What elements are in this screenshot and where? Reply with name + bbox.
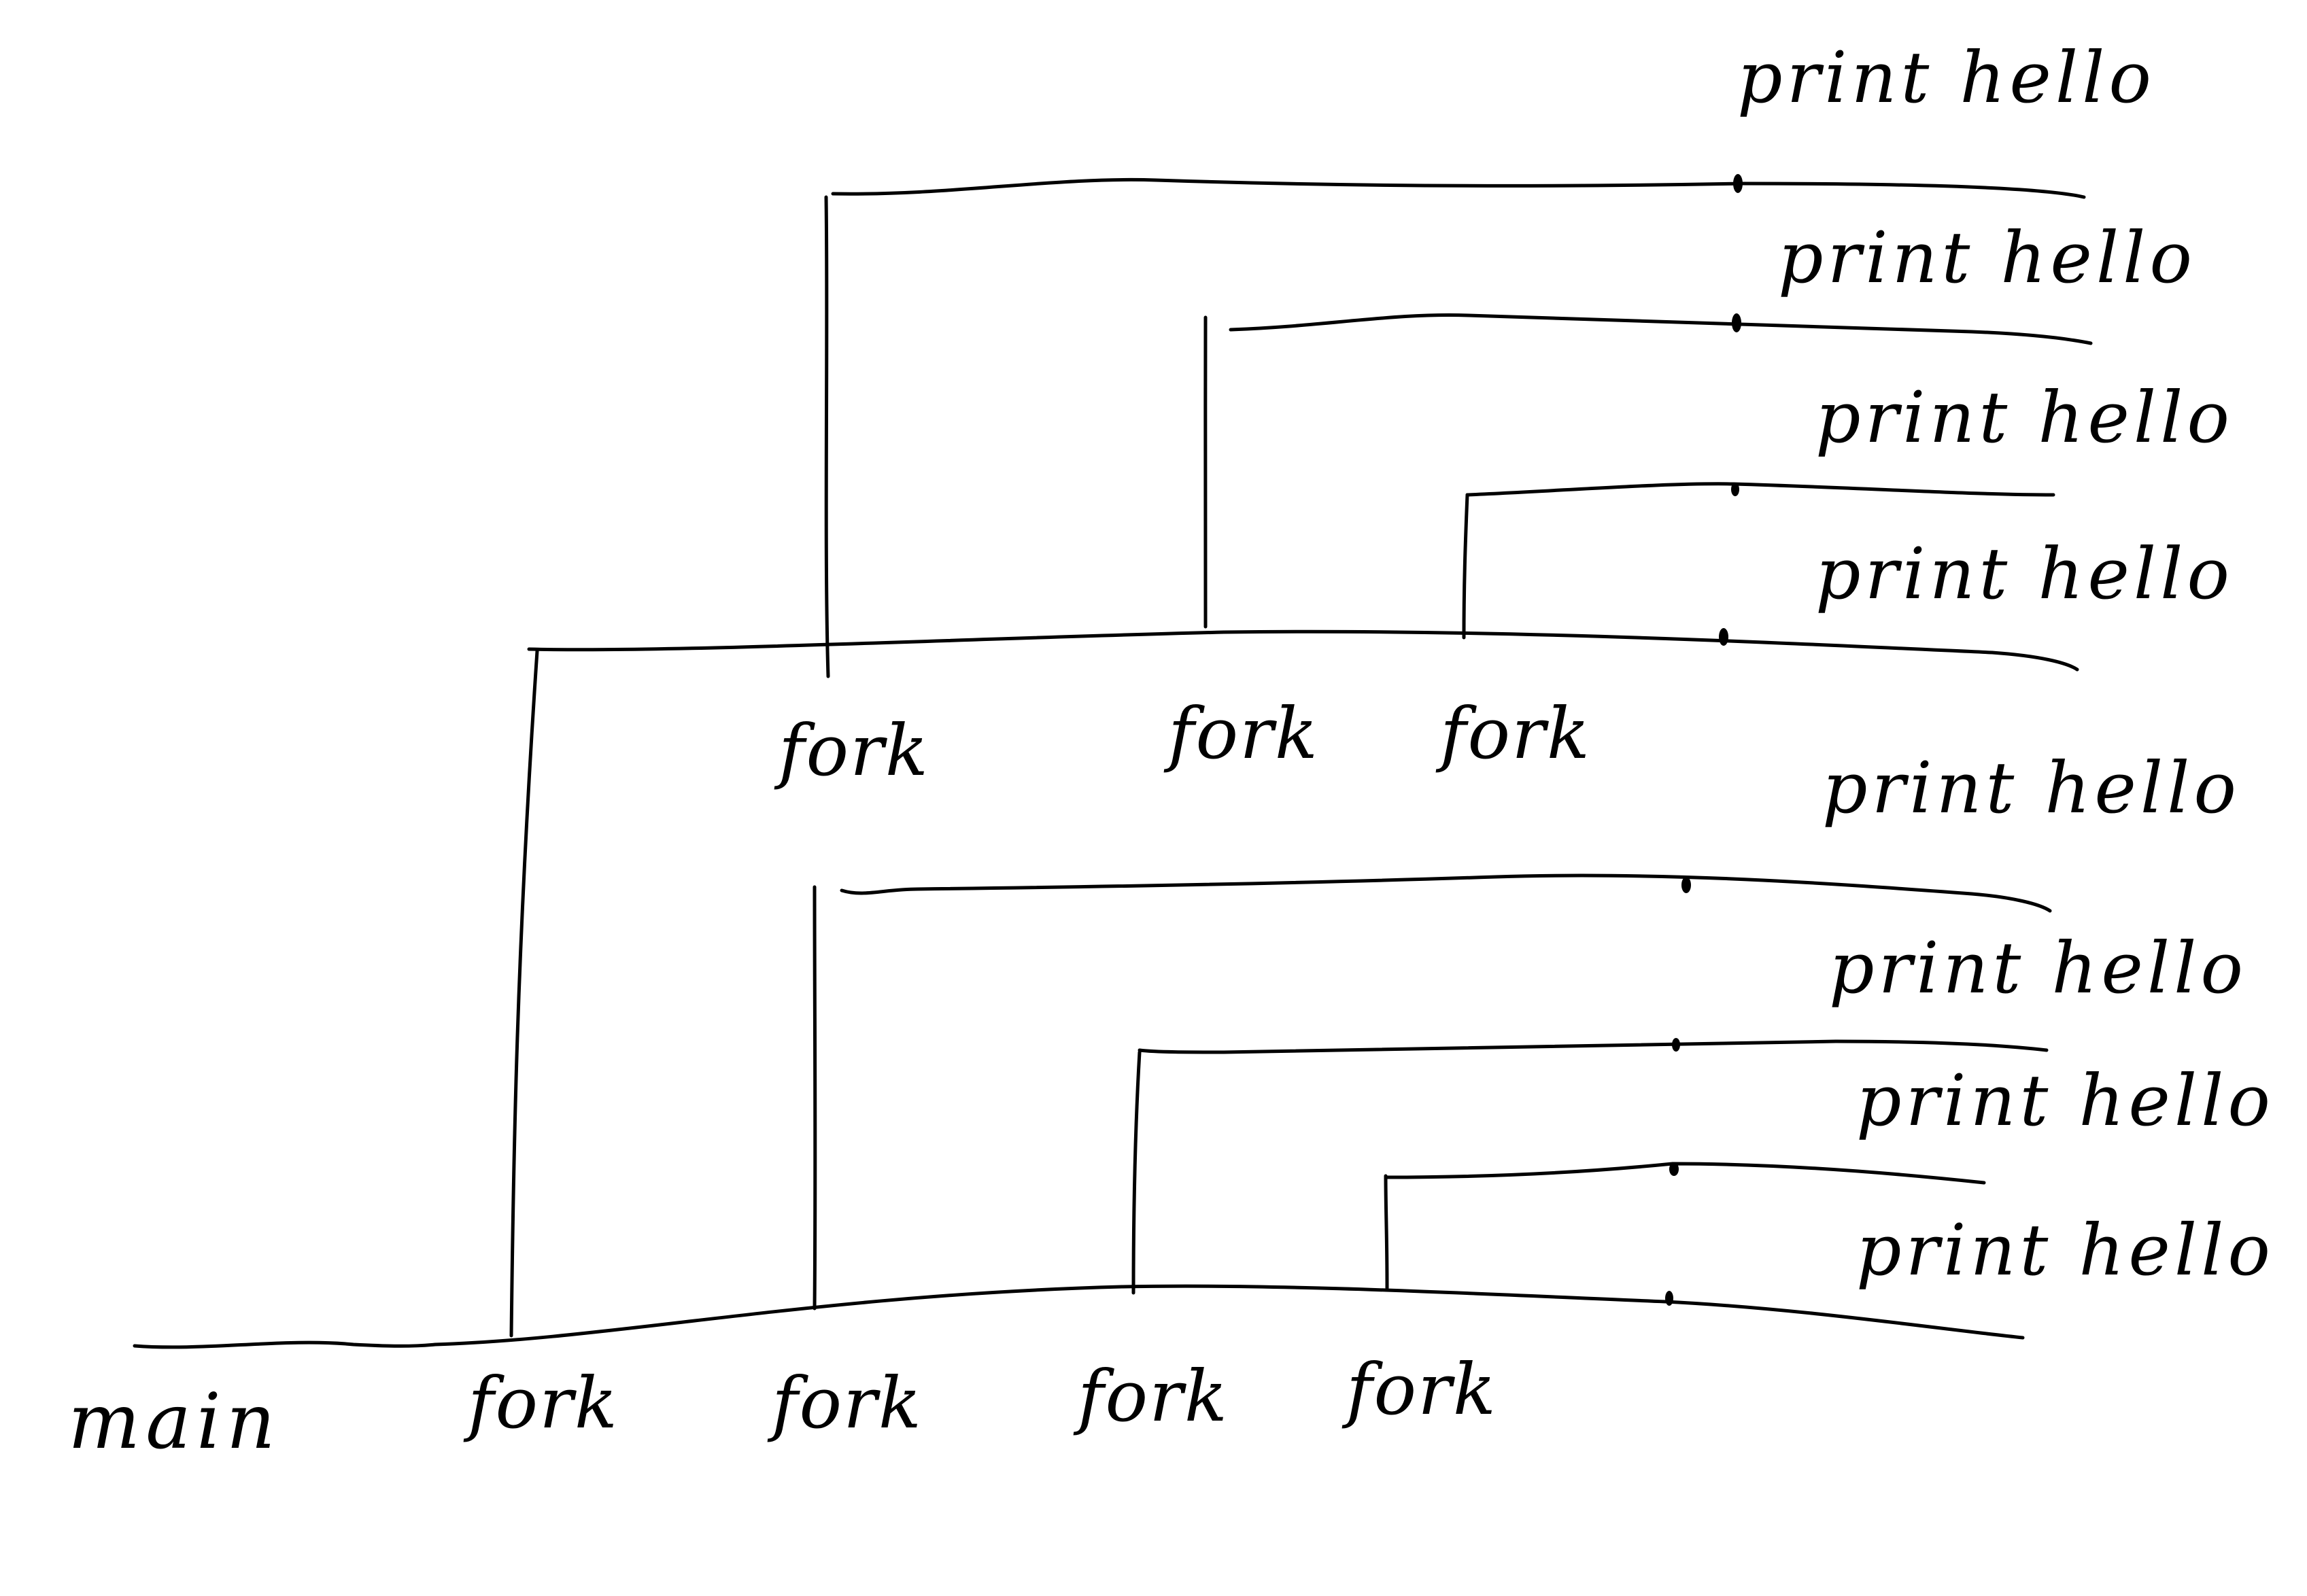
fork-label-main-1: fork: [463, 1361, 619, 1444]
branch-d-timeline: [840, 873, 2052, 913]
branch-c-timeline: [1465, 482, 2055, 497]
fork-label-upper-3: fork: [1435, 692, 1591, 775]
print-point-7: [1669, 1162, 1679, 1176]
branch-a-timeline: [831, 177, 2086, 199]
print-point-3: [1731, 483, 1739, 496]
fork1-branch: [509, 649, 539, 1338]
main-label: main: [68, 1378, 281, 1466]
print-point-5: [1681, 877, 1691, 893]
child-timeline-fork1: [527, 629, 2079, 672]
print-hello-label-7: print hello: [1856, 1059, 2274, 1142]
print-hello-label-8: print hello: [1856, 1209, 2274, 1291]
print-hello-label-6: print hello: [1829, 926, 2247, 1009]
print-point-8: [1665, 1291, 1673, 1306]
branch-e-timeline: [1138, 1039, 2049, 1054]
main-timeline: [133, 1284, 2025, 1349]
print-hello-label-4: print hello: [1815, 532, 2234, 615]
branch-b-timeline: [1229, 313, 2093, 345]
branch-c-vertical: [1462, 493, 1469, 640]
fork-label-main-4: fork: [1342, 1348, 1497, 1431]
print-hello-label-3: print hello: [1815, 376, 2234, 459]
branch-e-vertical: [1131, 1050, 1142, 1295]
branch-a-vertical: [824, 195, 830, 678]
fork-label-main-3: fork: [1073, 1355, 1229, 1438]
print-point-1: [1733, 174, 1743, 193]
fork-label-upper-2: fork: [1163, 692, 1319, 775]
print-hello-label-1: print hello: [1737, 36, 2155, 119]
print-hello-label-5: print hello: [1822, 746, 2240, 829]
fork-label-upper-1: fork: [774, 709, 929, 792]
print-point-6: [1672, 1038, 1680, 1052]
print-point-4: [1719, 628, 1728, 646]
fork-label-main-2: fork: [767, 1361, 923, 1444]
branch-f-timeline: [1384, 1162, 1986, 1185]
branch-f-vertical: [1384, 1174, 1389, 1290]
print-point-2: [1732, 313, 1741, 332]
print-hello-label-2: print hello: [1778, 216, 2196, 299]
